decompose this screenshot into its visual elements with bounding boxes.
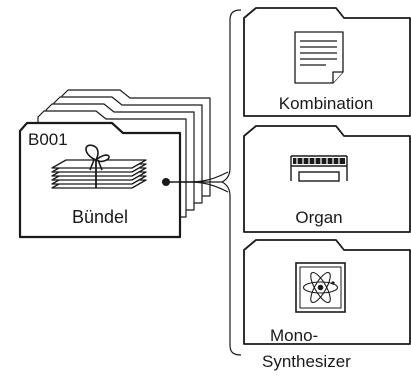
target-label-synthesizer: Synthesizer bbox=[262, 352, 351, 371]
target-label-combination: Kombination bbox=[279, 94, 374, 113]
mono-synth-folder bbox=[243, 239, 411, 345]
target-label-mono: Mono- bbox=[270, 326, 318, 345]
connector-dot bbox=[162, 178, 170, 186]
bundle-id-label: B001 bbox=[28, 130, 68, 149]
bundle-label: Bündel bbox=[72, 207, 128, 227]
bundle-connector bbox=[165, 171, 229, 193]
combination-document-icon bbox=[294, 31, 344, 84]
paper-bundle-icon bbox=[51, 144, 147, 189]
mono-synth-atom-icon bbox=[295, 262, 346, 313]
target-label-organ: Organ bbox=[295, 208, 342, 227]
organ-keyboard-icon bbox=[290, 155, 348, 182]
target-brace bbox=[220, 9, 242, 356]
